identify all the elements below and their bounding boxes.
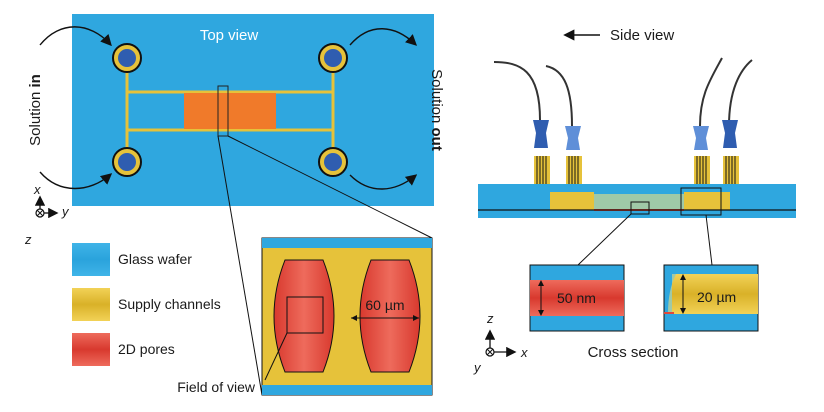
flow-arrows (39, 26, 418, 190)
pore-region-top (184, 93, 276, 129)
legend-swatch-glass (72, 243, 110, 276)
port-top-right (318, 43, 348, 73)
zoom-marker-box (217, 85, 229, 137)
zoom-lines (217, 135, 433, 396)
legend-glass-label: Glass wafer (118, 251, 192, 267)
axes-side: z x y (473, 311, 528, 375)
detail-box-left (630, 201, 650, 215)
port-bottom-right (318, 147, 348, 177)
solution-in-label: Solution in (27, 74, 44, 146)
legend-pores-label: 2D pores (118, 341, 175, 357)
axes-top: x y z (24, 182, 70, 247)
pore-width-label: 60 µm (365, 297, 404, 313)
axis-y-side: y (473, 360, 482, 375)
field-of-view-label: Field of view (177, 379, 256, 395)
solution-out-label: Solution out (428, 69, 445, 151)
cross-section-title: Cross section (588, 344, 679, 361)
port-top-left (112, 43, 142, 73)
side-view-panel: Side view (478, 27, 796, 266)
connector-2 (565, 126, 582, 184)
tubing (493, 57, 753, 127)
supply-left-side (550, 192, 594, 210)
legend: Glass wafer Supply channels 2D pores (72, 243, 221, 366)
axis-z-top: z (24, 232, 32, 247)
cross-left-dim: 50 nm (557, 290, 596, 306)
inlet-outlet-ports (112, 43, 348, 177)
pore-left (273, 259, 335, 373)
detail-box-right (680, 187, 722, 216)
zoom-inset: 60 µm Field of view (177, 237, 433, 396)
connector-1 (533, 120, 550, 184)
cross-section-left: 50 nm (529, 264, 625, 332)
legend-swatch-supply (72, 288, 110, 321)
cross-section-right: 20 µm (663, 264, 759, 332)
side-view-title: Side view (610, 27, 674, 44)
field-of-view-box (286, 296, 324, 334)
connector-4 (722, 120, 739, 184)
axis-z-side: z (486, 311, 494, 326)
axis-x-top: x (33, 182, 41, 197)
cross-right-dim: 20 µm (697, 289, 736, 305)
connector-3 (693, 126, 710, 184)
axis-y-top: y (61, 204, 70, 219)
port-bottom-left (112, 147, 142, 177)
pore-right (359, 259, 421, 373)
supply-channel-frame (125, 58, 335, 162)
top-view-panel: Top view (27, 14, 445, 206)
connectors (533, 120, 739, 184)
axis-x-side: x (520, 345, 528, 360)
legend-supply-label: Supply channels (118, 296, 221, 312)
legend-swatch-pores (72, 333, 110, 366)
supply-right-side (684, 192, 730, 210)
top-view-title: Top view (200, 27, 259, 44)
